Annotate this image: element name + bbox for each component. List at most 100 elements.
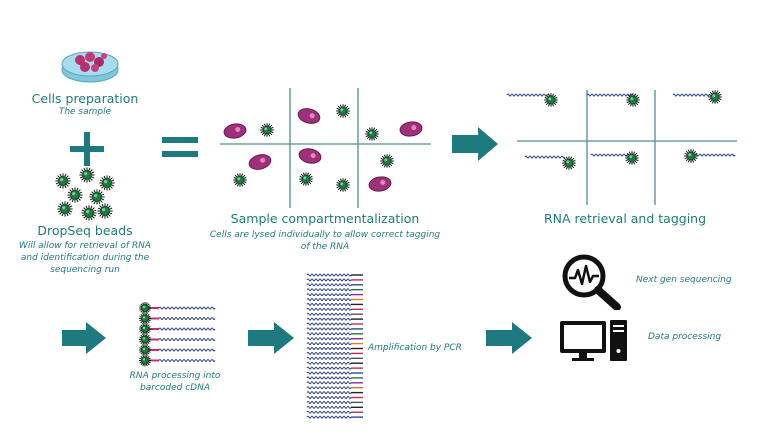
cdna-strand: [158, 348, 216, 352]
amplicon-strand: [306, 366, 352, 370]
bead-icon: [89, 189, 105, 205]
bead-icon: [97, 203, 113, 219]
rna-processing-label-line1: RNA processing into: [129, 371, 221, 381]
amplicon-strand: [306, 351, 352, 355]
arrow-right-icon: [452, 127, 498, 161]
amplicon-strand: [306, 371, 352, 375]
bead-icon: [365, 127, 379, 141]
compartmentalization-sub1: Cells are lysed individually to allow co…: [209, 230, 441, 240]
bead-icon: [57, 201, 73, 217]
compartmentalization-title: Sample compartmentalization: [230, 211, 420, 226]
bead-icon: [139, 333, 151, 346]
bead-icon: [380, 154, 394, 168]
petri-dish-icon: [61, 51, 119, 83]
cells-subtitle: The sample: [58, 107, 112, 117]
bead-icon: [99, 175, 115, 191]
bead-icon: [139, 344, 151, 356]
bead-icon: [81, 205, 97, 221]
beads-title: DropSeq beads: [37, 223, 133, 238]
beads-subtitle-line1: Will allow for retrieval of RNA: [18, 241, 152, 251]
cell-icon: [223, 123, 247, 139]
data-processing-label: Data processing: [648, 332, 722, 342]
amplicon-strand: [306, 396, 352, 399]
bead-icon: [139, 354, 151, 367]
amplicon-strand: [306, 405, 352, 409]
amplification-label: Amplification by PCR: [368, 343, 462, 353]
amplicon-strand: [306, 317, 352, 321]
bead-icon: [139, 323, 151, 335]
amplicon-strand: [306, 342, 352, 346]
amplicon-strand: [306, 386, 352, 390]
compartment-grid: [220, 88, 431, 208]
cell-icon: [297, 108, 321, 124]
rna-strand: [586, 93, 636, 97]
magnifier-waveform-icon: [562, 254, 621, 310]
cdna-strand: [158, 317, 216, 320]
cdna-strand: [158, 359, 216, 362]
arrow-right-icon: [248, 322, 294, 354]
cell-icon: [298, 148, 322, 164]
bead-icon: [544, 93, 558, 107]
amplicon-strand: [306, 337, 352, 341]
rna-retrieval-grid: [506, 90, 737, 205]
equals-icon: [162, 137, 198, 157]
beads-subtitle-line2: and identification during the: [20, 253, 150, 263]
rna-retrieval-title: RNA retrieval and tagging: [543, 211, 707, 226]
amplicon-strand: [306, 381, 352, 385]
compartmentalization-sub2: of the RNA: [300, 242, 350, 252]
amplicon-strand: [306, 302, 352, 306]
amplicon-strand: [306, 361, 352, 365]
bead-icon: [684, 149, 698, 163]
rna-strand: [694, 153, 736, 157]
amplicon-strand: [306, 332, 352, 336]
plus-icon: [70, 132, 104, 166]
arrow-right-icon: [486, 322, 532, 354]
bead-icon: [336, 178, 350, 192]
bead-icon: [139, 302, 151, 314]
ngs-label: Next gen sequencing: [636, 275, 732, 285]
bead-icon: [336, 104, 350, 118]
amplicon-strand: [306, 376, 352, 380]
amplicon-strand: [306, 283, 352, 287]
amplicon-strand: [306, 400, 352, 404]
cdna-strand: [158, 338, 216, 341]
rna-strand: [524, 155, 566, 159]
cell-icon: [248, 154, 272, 170]
rna-strand: [672, 93, 710, 97]
bead-icon: [233, 173, 247, 187]
cell-icon: [368, 176, 392, 192]
arrow-right-icon: [62, 322, 106, 354]
cdna-strand: [158, 306, 216, 310]
rna-processing-label-line2: barcoded cDNA: [140, 383, 210, 393]
amplicon-strand: [306, 327, 352, 331]
cdna-strand: [158, 327, 216, 331]
amplicon-strand: [306, 322, 352, 326]
rna-strand: [506, 93, 552, 97]
bead-icon: [79, 167, 95, 183]
amplicon-strand: [306, 307, 352, 311]
amplicon-strand: [306, 356, 352, 360]
bead-icon: [625, 151, 639, 165]
computer-icon: [560, 320, 627, 361]
bead-icon: [67, 187, 83, 203]
amplicon-strand: [306, 273, 352, 277]
amplicon-strand: [306, 312, 352, 316]
beads-subtitle-line3: sequencing run: [50, 265, 120, 275]
bead-icon: [55, 173, 71, 189]
rna-strand: [590, 153, 632, 157]
dropseq-beads-cluster: [55, 167, 115, 221]
bead-icon: [708, 90, 722, 104]
amplicon-strand: [306, 391, 352, 395]
bead-icon: [562, 156, 576, 170]
bead-icon: [139, 312, 151, 325]
amplicon-strand: [306, 278, 352, 282]
bead-icon: [626, 93, 640, 107]
bead-icon: [260, 123, 274, 137]
amplicon-strand: [306, 410, 352, 414]
amplicon-strand: [306, 347, 352, 350]
amplicon-strand: [306, 293, 352, 297]
barcoded-cdna-strands: [139, 302, 216, 367]
amplicon-strand: [306, 288, 352, 292]
amplicon-strand: [306, 298, 352, 301]
amplicon-strand: [306, 415, 352, 419]
